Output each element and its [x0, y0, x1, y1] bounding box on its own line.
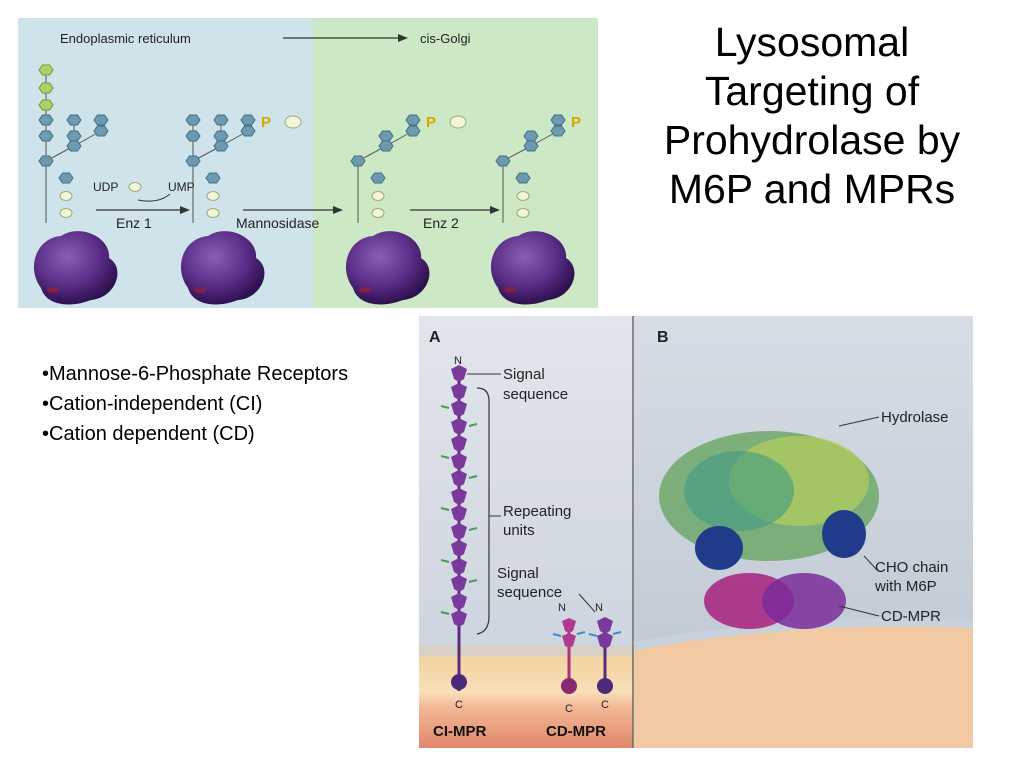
glycan-1 — [33, 64, 118, 305]
c-terminus-label: C — [455, 699, 463, 711]
signal-sequence-label: sequence — [503, 386, 568, 403]
signal-sequence-label: Signal — [503, 366, 545, 383]
ump-label: UMP — [168, 180, 195, 194]
c-terminus-label: C — [601, 699, 609, 711]
enz1-label: Enz 1 — [116, 215, 152, 231]
glycan-4: P — [490, 114, 581, 305]
mpr-structure-figure: A N C Signal sequence — [419, 316, 973, 748]
cd-mpr-label: CD-MPR — [546, 723, 606, 740]
phosphate-label: P — [261, 114, 271, 131]
n-terminus-label: N — [595, 602, 603, 614]
phosphate-label: P — [571, 114, 581, 131]
repeating-units-label: Repeating — [503, 503, 571, 520]
arrowhead-icon — [398, 34, 408, 42]
title-line: Targeting of — [704, 68, 920, 114]
er-label: Endoplasmic reticulum — [60, 31, 191, 46]
glycan-processing-figure: Endoplasmic reticulum cis-Golgi — [18, 18, 598, 308]
cd-mpr-model — [552, 617, 622, 694]
cho-chain-label: CHO chain — [875, 559, 948, 576]
signal-sequence-label: sequence — [497, 584, 562, 601]
bullet-item: •Mannose-6-Phosphate Receptors — [42, 363, 349, 385]
panel-b-label: B — [657, 329, 669, 346]
cd-mpr-b-label: CD-MPR — [881, 608, 941, 625]
title-line: Prohydrolase by — [663, 117, 961, 163]
glycan-processing-diagram: Endoplasmic reticulum cis-Golgi — [18, 18, 598, 308]
mpr-structure-diagram: A N C Signal sequence — [419, 316, 973, 748]
cho-chain-label: with M6P — [874, 578, 937, 595]
signal-sequence-label: Signal — [497, 565, 539, 582]
mannosidase-label: Mannosidase — [236, 215, 319, 231]
n-terminus-label: N — [558, 602, 566, 614]
glycan-2: P — [180, 114, 302, 305]
repeating-units-brace — [476, 387, 490, 635]
bullet-item: •Cation dependent (CD) — [42, 423, 255, 445]
hydrolase-complex — [659, 431, 879, 629]
repeating-units-label: units — [503, 522, 535, 539]
bullet-item: •Cation-independent (CI) — [42, 393, 263, 415]
bullet-list: •Mannose-6-Phosphate Receptors •Cation-i… — [42, 359, 348, 449]
golgi-label: cis-Golgi — [420, 31, 471, 46]
hydrolase-label: Hydrolase — [881, 409, 949, 426]
glycan-3: P — [345, 114, 467, 305]
membrane-a — [419, 646, 633, 748]
slide-title: Lysosomal Targeting of Prohydrolase by M… — [612, 18, 1012, 214]
n-terminus-label: N — [454, 355, 462, 367]
c-terminus-label: C — [565, 703, 573, 715]
ci-mpr-model — [440, 365, 478, 691]
title-line: M6P and MPRs — [668, 166, 956, 212]
panel-a-label: A — [429, 329, 441, 346]
membrane-b — [634, 622, 973, 748]
title-line: Lysosomal — [714, 19, 910, 65]
ci-mpr-label: CI-MPR — [433, 723, 486, 740]
enz2-label: Enz 2 — [423, 215, 459, 231]
udp-label: UDP — [93, 180, 118, 194]
phosphate-label: P — [426, 114, 436, 131]
